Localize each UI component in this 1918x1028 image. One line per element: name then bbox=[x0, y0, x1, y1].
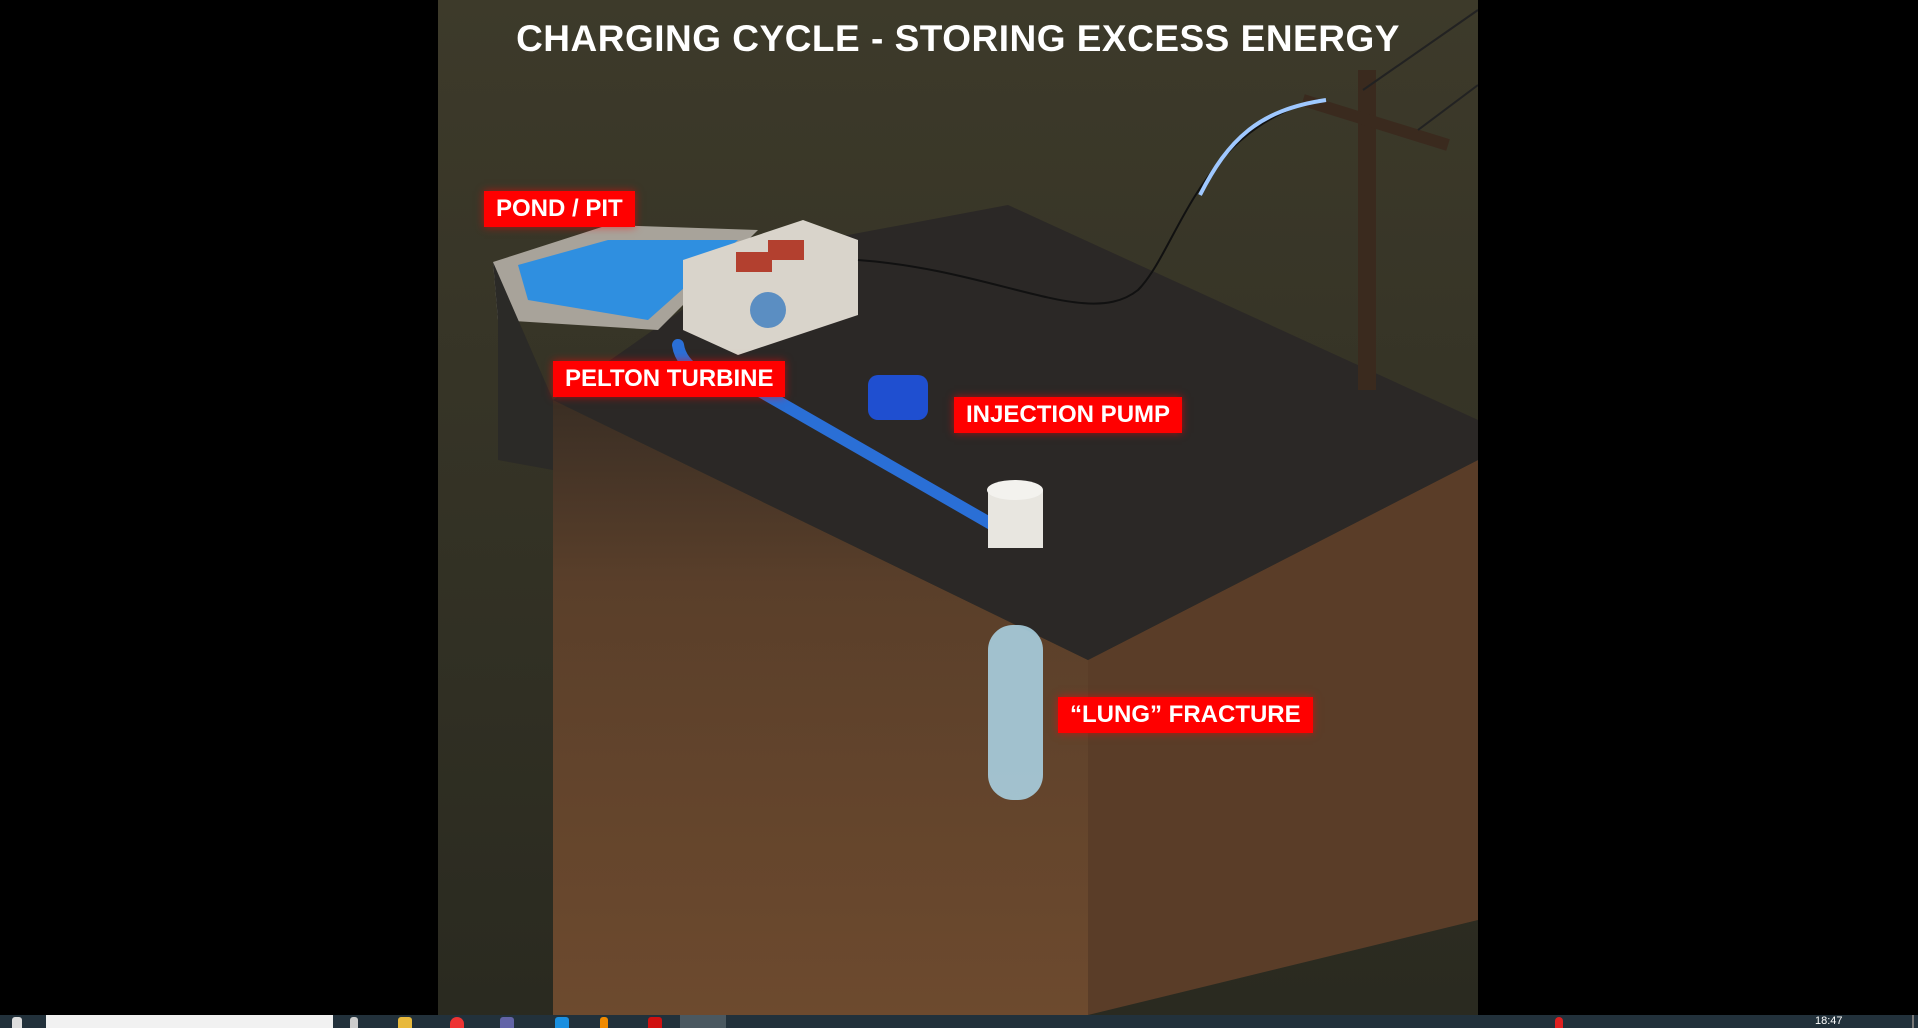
label-injection-pump: INJECTION PUMP bbox=[954, 397, 1183, 433]
taskbar: 18:47 bbox=[0, 1015, 1918, 1028]
soil-side-face bbox=[1088, 460, 1478, 1015]
electric-spark bbox=[1198, 98, 1327, 196]
roof-vent-2 bbox=[768, 240, 804, 260]
roof-vent-1 bbox=[736, 252, 772, 272]
pole-crossarm bbox=[1301, 94, 1450, 151]
chrome-icon[interactable] bbox=[450, 1017, 464, 1028]
injection-pump bbox=[868, 375, 928, 420]
label-pond: POND / PIT bbox=[484, 191, 635, 227]
show-desktop-button[interactable] bbox=[1912, 1015, 1914, 1028]
slide-title: CHARGING CYCLE - STORING EXCESS ENERGY bbox=[516, 18, 1400, 59]
teams-icon[interactable] bbox=[500, 1017, 514, 1028]
start-icon[interactable] bbox=[12, 1017, 22, 1028]
utility-pole bbox=[1358, 70, 1376, 390]
task-view-icon[interactable] bbox=[350, 1017, 358, 1028]
charging-cycle-illustration: CHARGING CYCLE - STORING EXCESS ENERGY P… bbox=[438, 0, 1478, 1015]
vlc-icon[interactable] bbox=[600, 1017, 608, 1028]
taskbar-clock[interactable]: 18:47 bbox=[1815, 1015, 1843, 1027]
turbine-house bbox=[683, 220, 858, 355]
search-box[interactable] bbox=[46, 1015, 333, 1028]
label-lung-fracture: “LUNG” FRACTURE bbox=[1058, 697, 1313, 733]
soil-front-face bbox=[553, 400, 1088, 1015]
label-pelton-turbine: PELTON TURBINE bbox=[553, 361, 786, 397]
pelton-wheel bbox=[750, 292, 786, 328]
edge-icon[interactable] bbox=[555, 1017, 569, 1028]
active-app-icon[interactable] bbox=[680, 1015, 726, 1028]
pond-wall bbox=[493, 262, 553, 470]
file-explorer-icon[interactable] bbox=[398, 1017, 412, 1028]
notification-badge-icon[interactable] bbox=[1555, 1017, 1563, 1028]
scene-graphic bbox=[438, 0, 1478, 1015]
lung-fracture bbox=[988, 625, 1043, 800]
acrobat-icon[interactable] bbox=[648, 1017, 662, 1028]
